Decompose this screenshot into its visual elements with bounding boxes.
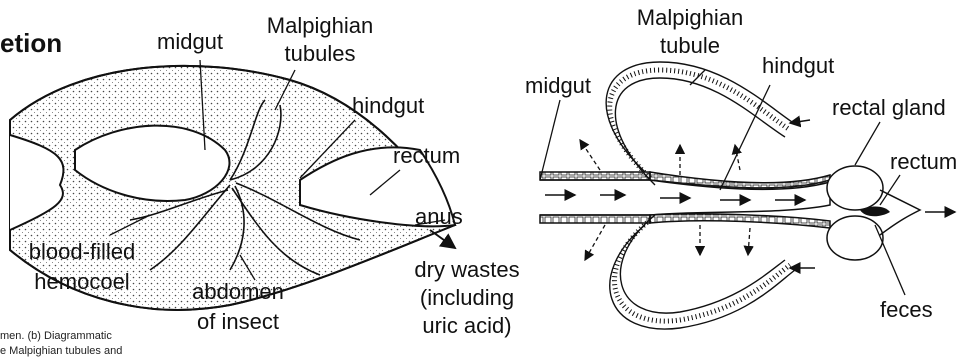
malpighian-tubule-loops <box>610 70 790 321</box>
label-hemocoel-line2: hemocoel <box>34 270 129 294</box>
label-hemocoel-line1: blood-filled <box>29 240 135 264</box>
label-malpighian-tubules-line1: Malpighian <box>267 14 373 38</box>
flow-arrows-solid <box>545 120 955 268</box>
label-anus: anus <box>415 205 463 229</box>
label-wastes-line1: dry wastes <box>414 258 519 282</box>
label-midgut-right: midgut <box>525 74 591 98</box>
waste-exit-arrow <box>430 230 455 248</box>
label-abdomen-line2: of insect <box>197 310 279 334</box>
label-rectum-right: rectum <box>890 150 957 174</box>
label-malpighian-tubule-line1: Malpighian <box>637 6 743 30</box>
label-malpighian-tubules-line2: tubules <box>285 42 356 66</box>
label-midgut-left: midgut <box>157 30 223 54</box>
label-malpighian-tubule-line2: tubule <box>660 34 720 58</box>
label-wastes-line3: uric acid) <box>422 314 511 338</box>
malpighian-tubule-outlines <box>606 62 795 329</box>
label-rectal-gland: rectal gland <box>832 96 946 120</box>
label-hindgut-right: hindgut <box>762 54 834 78</box>
label-abdomen-line1: abdomen <box>192 280 284 304</box>
label-wastes-line2: (including <box>420 286 514 310</box>
label-rectum-left: rectum <box>393 144 460 168</box>
label-hindgut-left: hindgut <box>352 94 424 118</box>
label-feces: feces <box>880 298 933 322</box>
